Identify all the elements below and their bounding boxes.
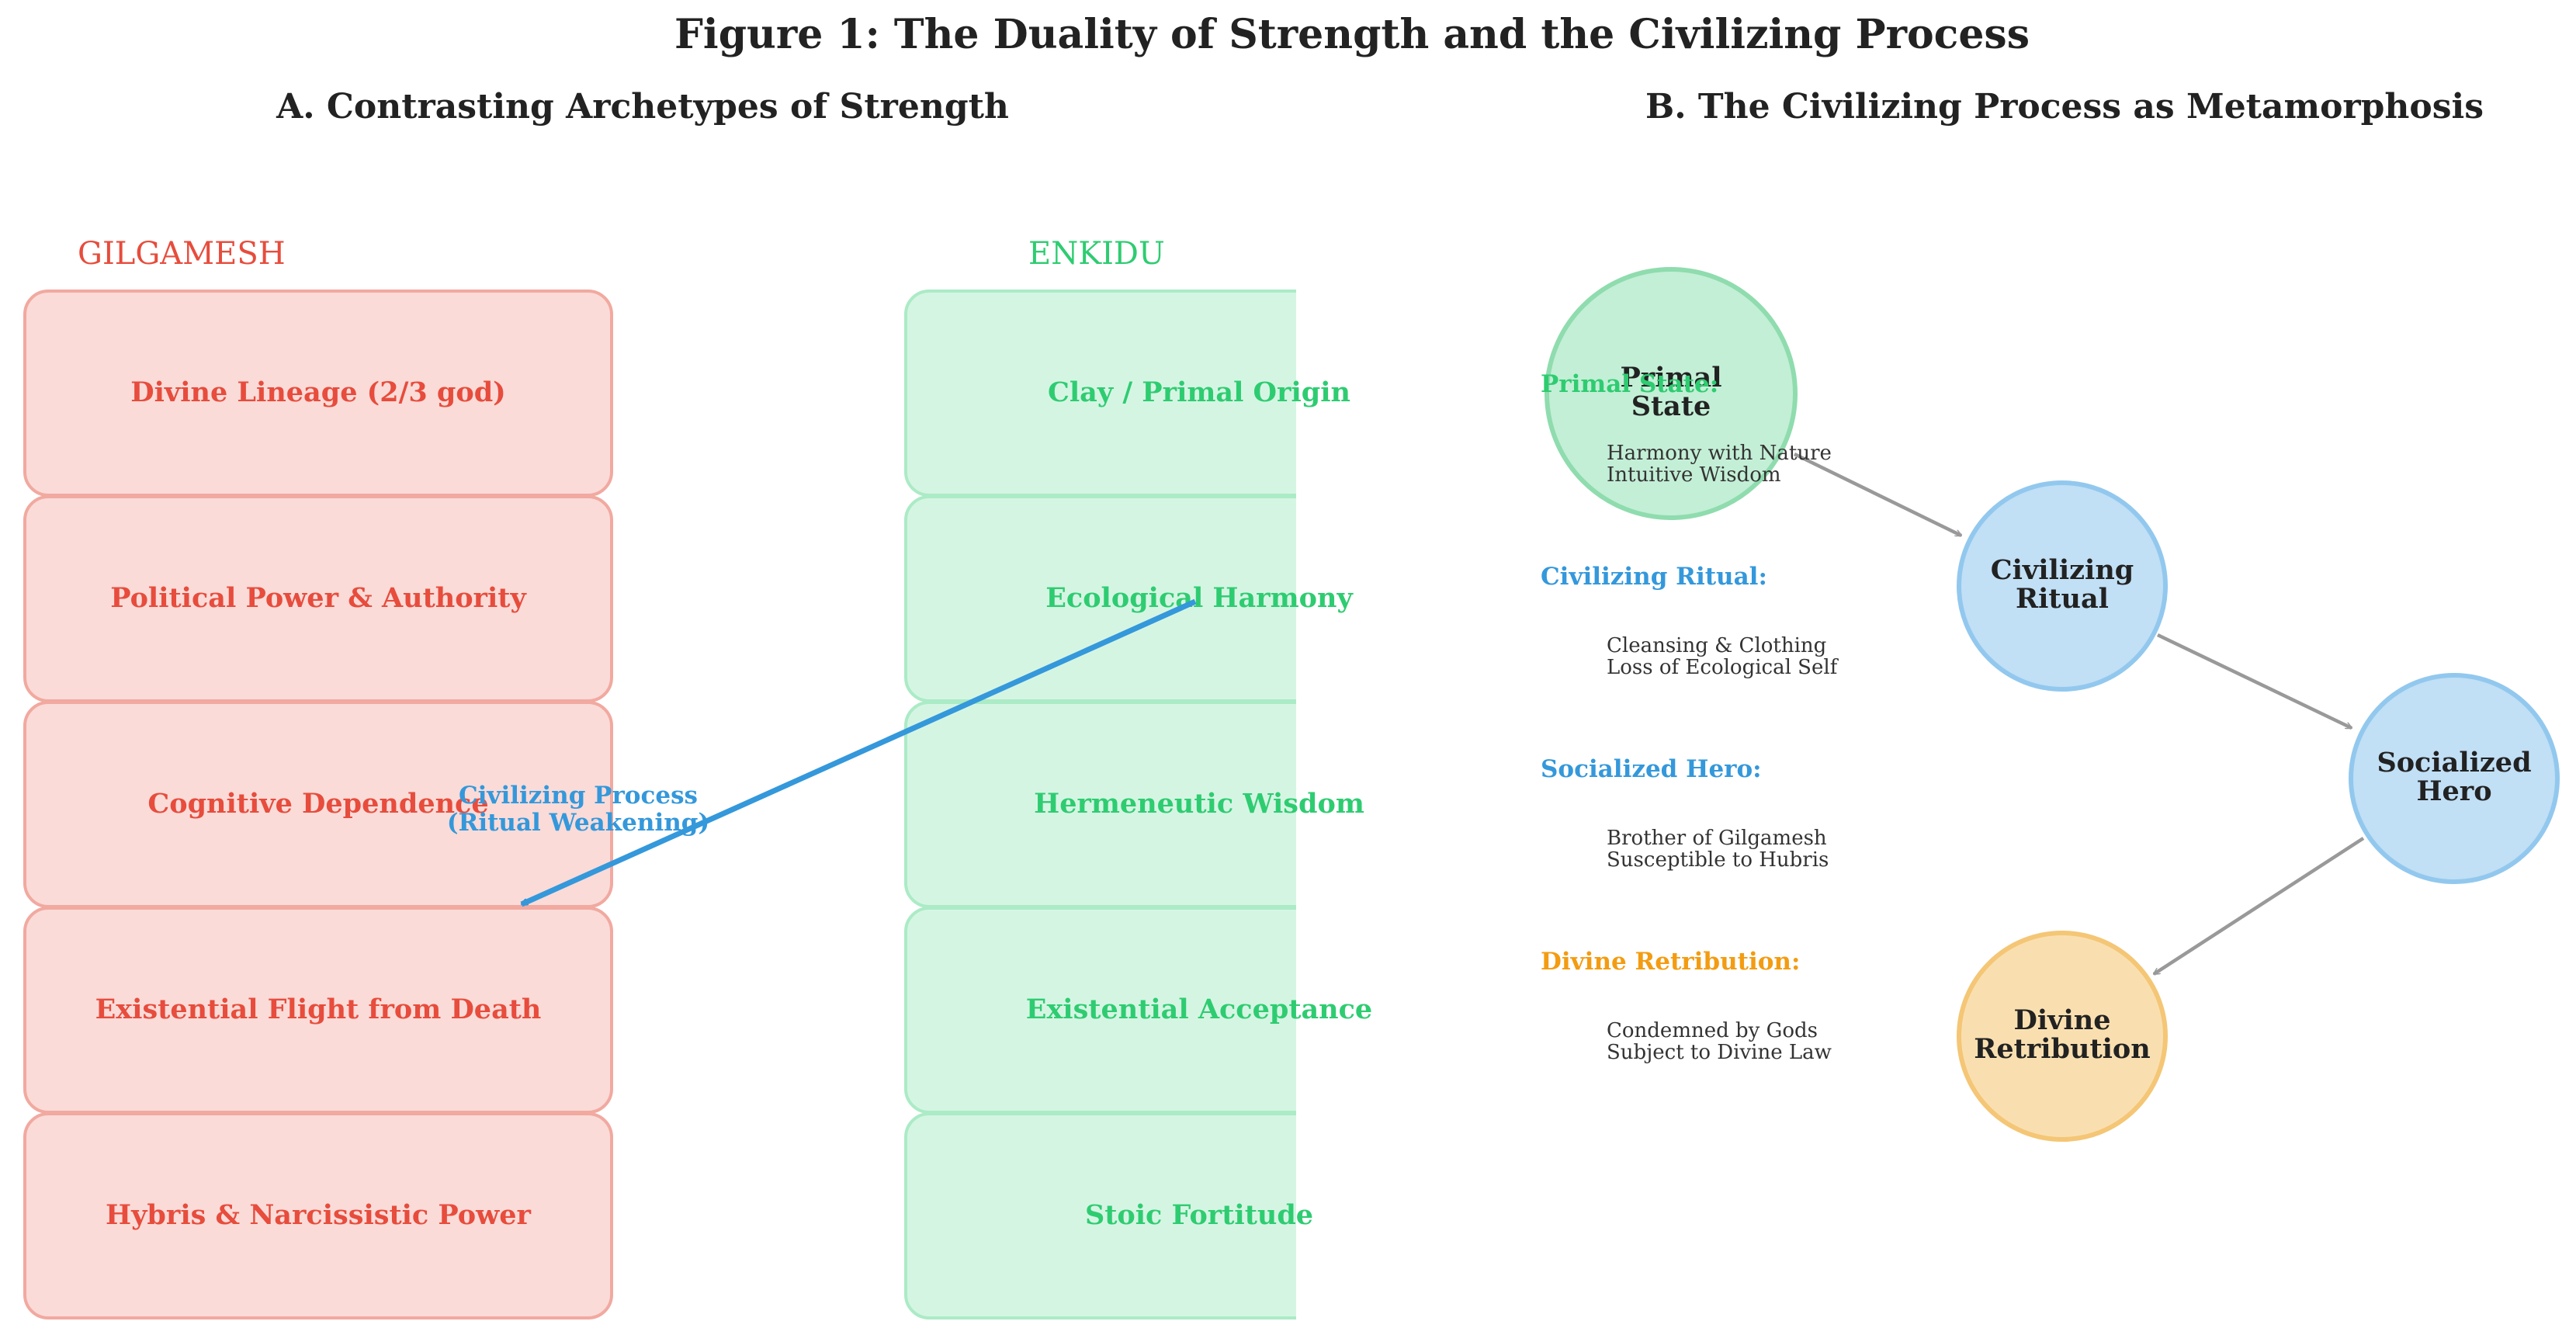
- stage-socialized-hero: Socialized Hero: Brother of Gilgamesh Su…: [1541, 755, 1829, 872]
- stage-primal-state: Primal State: Harmony with Nature Intuit…: [1541, 370, 1832, 487]
- stage-description: Condemned by Gods: [1607, 1019, 1818, 1042]
- node-label: Divine: [2014, 1004, 2111, 1036]
- enkidu-item-label: Ecological Harmony: [1045, 582, 1354, 614]
- flow-arrow: [2154, 837, 2365, 976]
- stage-divine-retribution: Divine Retribution: Condemned by Gods Su…: [1541, 948, 1832, 1064]
- civilizing-process-label: Civilizing Process: [459, 782, 698, 810]
- gilgamesh-item-label: Hybris & Narcissistic Power: [106, 1199, 531, 1231]
- node-label: Hero: [2416, 775, 2491, 807]
- stage-description: Brother of Gilgamesh: [1607, 827, 1827, 850]
- node-primal-state: Primal State: [1545, 267, 1798, 520]
- stage-description: Cleansing & Clothing: [1607, 634, 1826, 657]
- stage-description: Subject to Divine Law: [1607, 1041, 1832, 1064]
- panel-b-title: B. The Civilizing Process as Metamorphos…: [1645, 87, 2484, 127]
- flow-arrow: [2157, 633, 2352, 730]
- ritual-weakening-label: (Ritual Weakening): [447, 809, 709, 837]
- gilgamesh-box: Political Power & Authority: [23, 495, 613, 702]
- gilgamesh-box: Hybris & Narcissistic Power: [23, 1112, 613, 1319]
- gilgamesh-header: GILGAMESH: [78, 236, 286, 272]
- gilgamesh-box: Existential Flight from Death: [23, 907, 613, 1114]
- gilgamesh-item-label: Cognitive Dependence: [147, 788, 488, 820]
- gilgamesh-box: Cognitive Dependence: [23, 701, 613, 908]
- stage-description: Loss of Ecological Self: [1607, 656, 1839, 679]
- stage-civilizing-ritual: Civilizing Ritual: Cleansing & Clothing …: [1541, 563, 1839, 679]
- stage-label: Primal State:: [1541, 370, 1718, 398]
- stage-description: Intuitive Wisdom: [1607, 463, 1781, 487]
- gilgamesh-column: Divine Lineage (2/3 god) Political Power…: [23, 290, 613, 1319]
- gilgamesh-item-label: Political Power & Authority: [110, 582, 527, 614]
- enkidu-item-label: Existential Acceptance: [1026, 993, 1372, 1025]
- panel-a-title: A. Contrasting Archetypes of Strength: [276, 87, 1009, 127]
- node-divine-retribution: Divine Retribution: [1957, 931, 2168, 1142]
- node-label: Primal: [1620, 362, 1721, 394]
- enkidu-box-shapes: [904, 290, 1296, 1319]
- flow-arrow: [1794, 452, 1961, 538]
- figure-title: Figure 1: The Duality of Strength and th…: [674, 11, 2030, 58]
- stage-label: Divine Retribution:: [1541, 948, 1800, 976]
- node-label: Civilizing: [1991, 554, 2134, 586]
- gilgamesh-item-label: Existential Flight from Death: [95, 993, 542, 1025]
- enkidu-item-label: Hermeneutic Wisdom: [1034, 788, 1364, 820]
- node-civilizing-ritual: Civilizing Ritual: [1957, 480, 2168, 692]
- node-label: State: [1631, 390, 1711, 422]
- civilizing-process-arrow: [522, 598, 1197, 907]
- enkidu-header: ENKIDU: [1028, 236, 1165, 272]
- node-socialized-hero: Socialized Hero: [2349, 673, 2560, 884]
- stage-description: Harmony with Nature: [1607, 442, 1832, 465]
- node-label: Socialized: [2377, 747, 2531, 778]
- enkidu-item-label: Clay / Primal Origin: [1048, 376, 1350, 408]
- stage-label: Civilizing Ritual:: [1541, 563, 1767, 591]
- gilgamesh-item-label: Divine Lineage (2/3 god): [130, 376, 506, 408]
- stage-description: Susceptible to Hubris: [1607, 848, 1829, 872]
- node-label: Ritual: [2016, 583, 2109, 615]
- enkidu-column: Clay / Primal Origin Ecological Harmony …: [904, 290, 1372, 1319]
- stage-label: Socialized Hero:: [1541, 755, 1762, 783]
- node-label: Retribution: [1974, 1033, 2150, 1065]
- enkidu-item-label: Stoic Fortitude: [1085, 1199, 1313, 1231]
- gilgamesh-box: Divine Lineage (2/3 god): [23, 290, 613, 497]
